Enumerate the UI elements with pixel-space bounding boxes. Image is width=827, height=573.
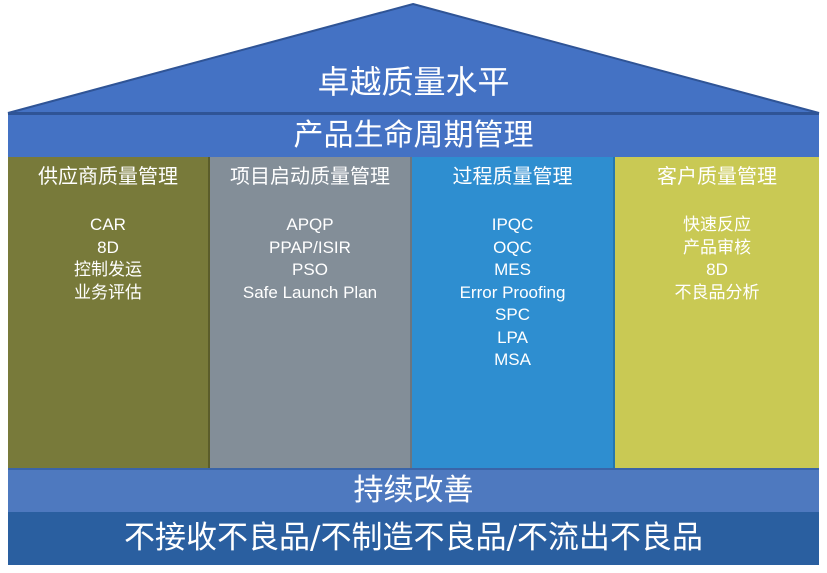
pillar-title: 过程质量管理: [452, 164, 573, 188]
roof-title: 卓越质量水平: [317, 63, 510, 101]
pillar-item: MSA: [494, 350, 531, 369]
pillar-supplier-quality: 供应商质量管理 CAR 8D 控制发运 业务评估: [8, 157, 210, 468]
pillar-item: 不良品分析: [674, 282, 760, 302]
pillar-title: 供应商质量管理: [38, 164, 178, 188]
pillar-item: APQP: [286, 215, 334, 234]
pillar-item: IPQC: [491, 215, 534, 234]
pillar-item: PPAP/ISIR: [269, 237, 351, 257]
pillar-title: 项目启动质量管理: [230, 164, 390, 188]
zero-defect-band: 不接收不良品/不制造不良品/不流出不良品: [8, 512, 819, 565]
pillar-item: MES: [494, 260, 531, 279]
pillar-item: PSO: [292, 260, 328, 279]
pillar-item: CAR: [90, 215, 126, 234]
pillar-item: LPA: [497, 327, 528, 347]
pillar-process-quality: 过程质量管理 IPQC OQC MES Error Proofing SPC L…: [412, 157, 615, 468]
pillar-item: Error Proofing: [459, 282, 566, 302]
pillar-items: 快速反应 产品审核 8D 不良品分析: [615, 214, 819, 304]
pillar-project-launch-quality: 项目启动质量管理 APQP PPAP/ISIR PSO Safe Launch …: [210, 157, 412, 468]
pillar-item: 8D: [706, 260, 728, 279]
pillar-title: 客户质量管理: [657, 164, 777, 188]
pillar-item: 业务评估: [74, 282, 142, 302]
continuous-improvement-band: 持续改善: [8, 468, 819, 512]
lifecycle-band: 产品生命周期管理: [8, 113, 819, 157]
pillar-item: 控制发运: [74, 260, 142, 279]
pillar-item: 8D: [97, 237, 119, 257]
pillar-items: APQP PPAP/ISIR PSO Safe Launch Plan: [210, 214, 410, 304]
pillar-item: OQC: [493, 237, 532, 257]
pillar-item: 产品审核: [683, 237, 751, 257]
pillar-item: 快速反应: [683, 215, 751, 234]
pillar-items: CAR 8D 控制发运 业务评估: [8, 214, 208, 304]
pillar-customer-quality: 客户质量管理 快速反应 产品审核 8D 不良品分析: [615, 157, 819, 468]
pillar-item: SPC: [495, 305, 530, 324]
pillar-items: IPQC OQC MES Error Proofing SPC LPA MSA: [412, 214, 613, 372]
pillar-item: Safe Launch Plan: [242, 282, 378, 302]
roof: [7, 2, 820, 114]
